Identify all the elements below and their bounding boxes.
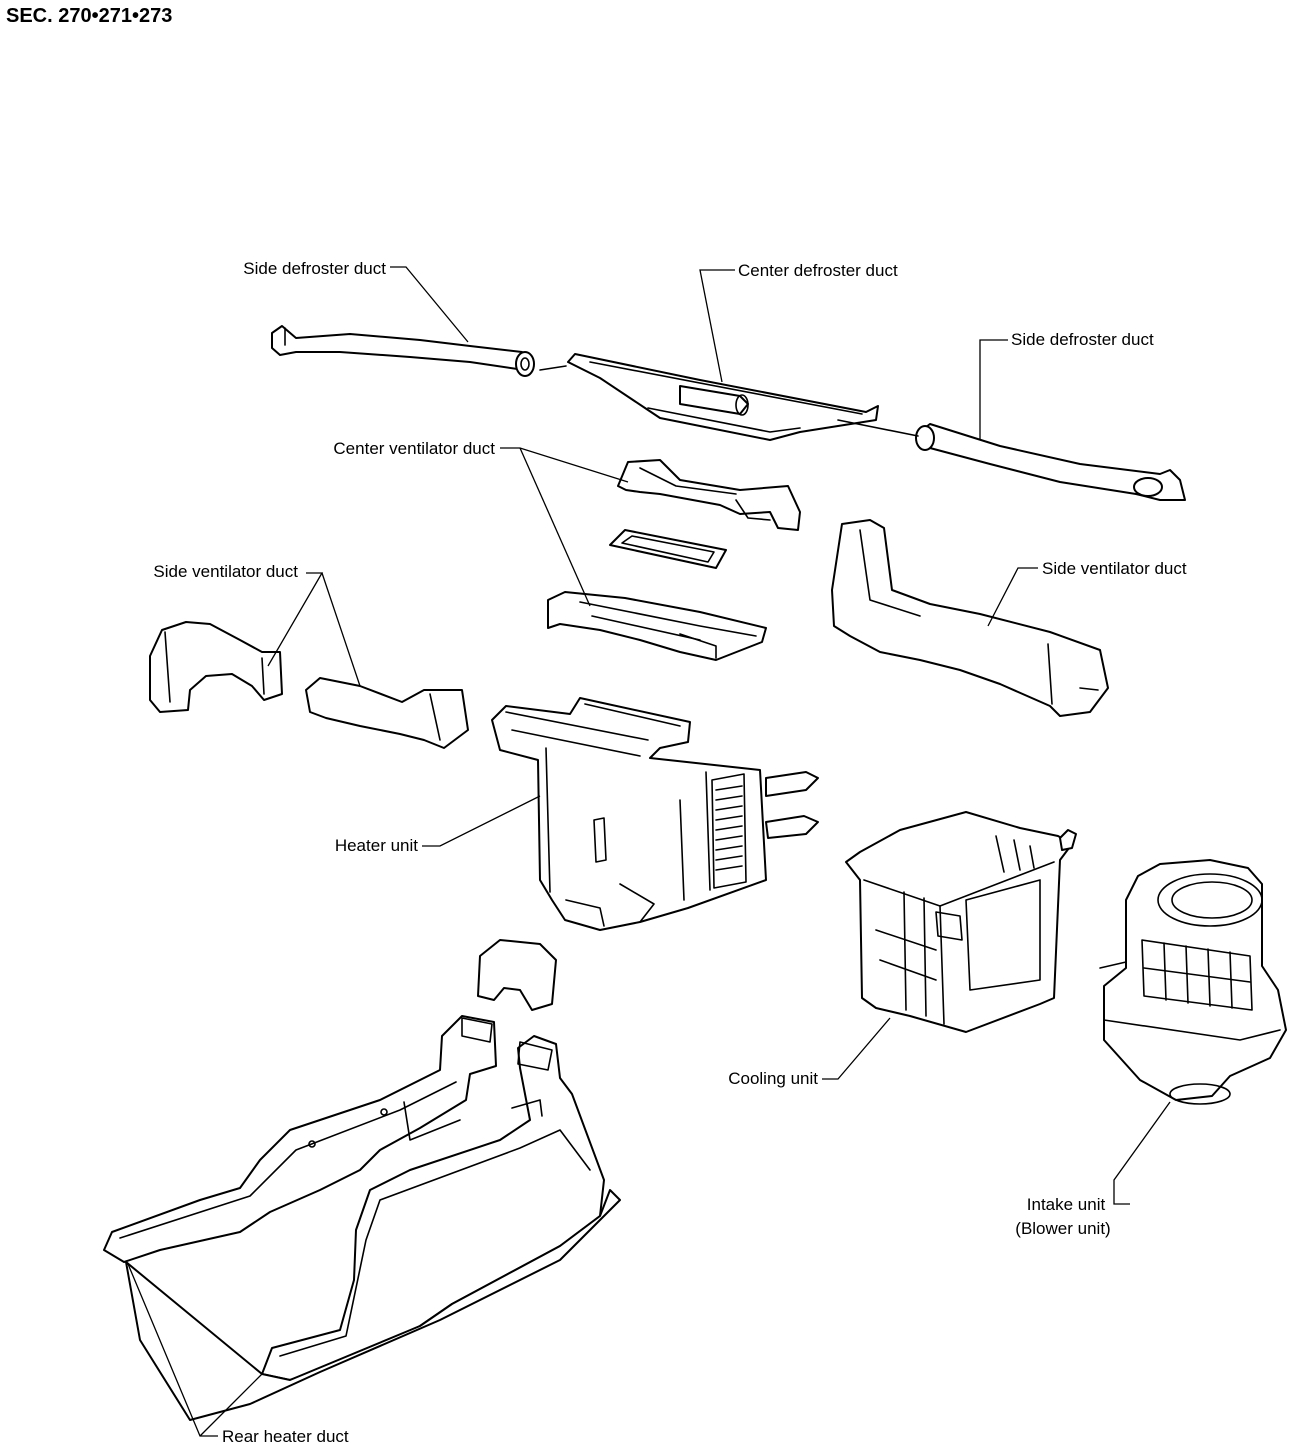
label-center-defroster-duct: Center defroster duct — [738, 261, 898, 280]
label-side-ventilator-duct-right: Side ventilator duct — [1042, 559, 1187, 578]
label-intake-unit: Intake unit — [1027, 1195, 1106, 1214]
side-defroster-duct-right — [837, 419, 1186, 501]
side-ventilator-duct-left — [149, 621, 469, 749]
label-center-ventilator-duct: Center ventilator duct — [333, 439, 495, 458]
center-defroster-duct — [539, 353, 879, 441]
heater-unit — [491, 697, 819, 931]
side-ventilator-duct-right — [831, 519, 1109, 717]
label-side-defroster-duct-right: Side defroster duct — [1011, 330, 1154, 349]
leader-lines — [127, 266, 1171, 1437]
center-ventilator-duct — [547, 459, 801, 661]
label-blower-unit: (Blower unit) — [1015, 1219, 1110, 1238]
label-side-defroster-duct-left: Side defroster duct — [243, 259, 386, 278]
label-cooling-unit: Cooling unit — [728, 1069, 818, 1088]
section-code: SEC. 270•271•273 — [6, 5, 172, 27]
labels: Side defroster duct Center defroster duc… — [153, 259, 1186, 1446]
label-side-ventilator-duct-left: Side ventilator duct — [153, 562, 298, 581]
side-defroster-duct-left — [271, 325, 535, 377]
cooling-unit — [845, 811, 1077, 1033]
label-heater-unit: Heater unit — [335, 836, 418, 855]
intake-unit — [1099, 859, 1287, 1105]
label-rear-heater-duct: Rear heater duct — [222, 1427, 349, 1446]
rear-heater-duct — [103, 939, 621, 1421]
